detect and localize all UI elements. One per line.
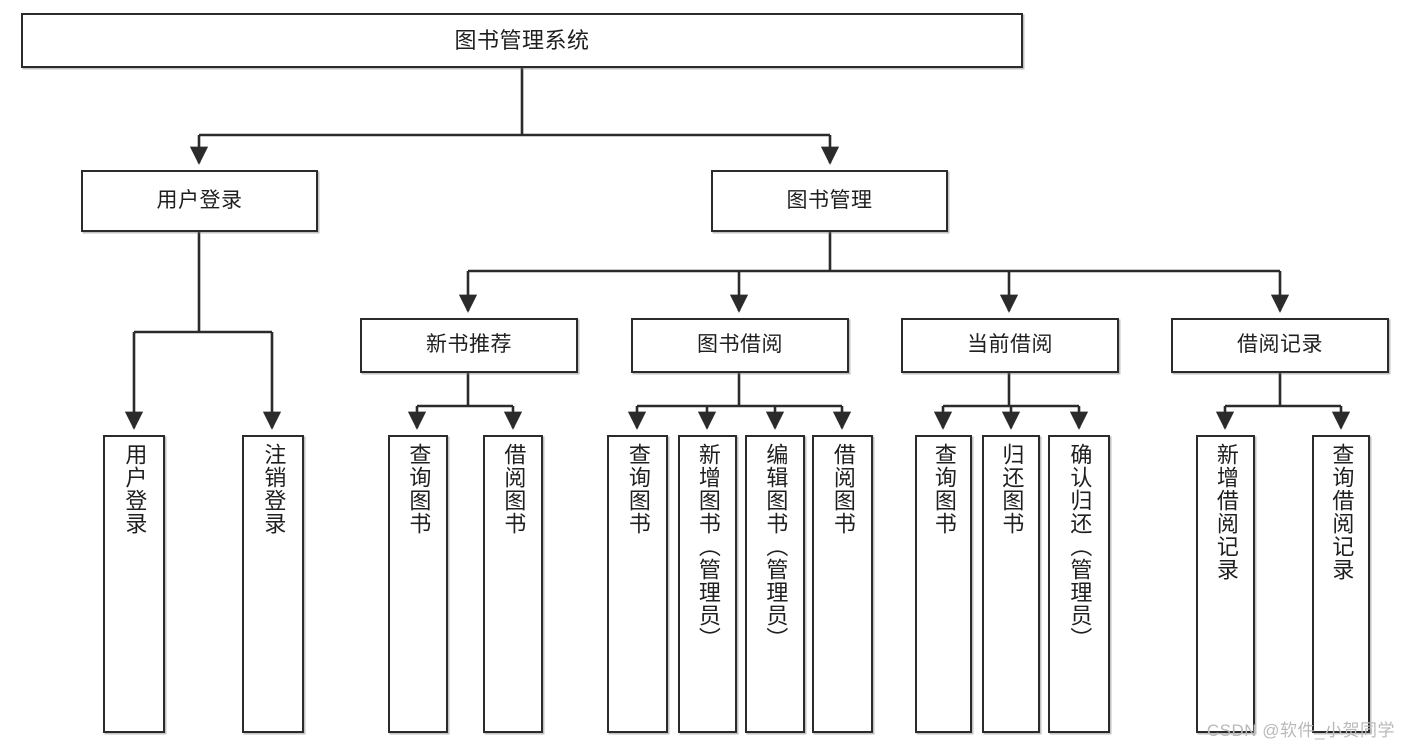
node-user-login-group-label: 用户登录 — [156, 188, 243, 212]
node-leaf-query-book-2-label: 查询图书 — [625, 443, 651, 535]
node-leaf-user-login-label: 用户登录 — [122, 443, 148, 535]
node-leaf-query-book-3[interactable]: 查询图书 — [915, 435, 972, 733]
node-leaf-query-book-1[interactable]: 查询图书 — [388, 435, 448, 733]
node-leaf-user-logout-label: 注销登录 — [261, 443, 287, 535]
node-leaf-confirm-return[interactable]: 确认归还（管理员） — [1048, 435, 1110, 733]
node-leaf-query-record[interactable]: 查询借阅记录 — [1312, 435, 1370, 733]
node-new-book-recommend[interactable]: 新书推荐 — [360, 318, 578, 373]
node-leaf-query-book-1-label: 查询图书 — [406, 443, 432, 535]
node-user-login-group[interactable]: 用户登录 — [81, 170, 318, 232]
node-leaf-borrow-book-1[interactable]: 借阅图书 — [483, 435, 543, 733]
node-leaf-add-book[interactable]: 新增图书（管理员） — [678, 435, 737, 733]
node-book-borrow-label: 图书借阅 — [697, 333, 783, 357]
node-book-manage-group[interactable]: 图书管理 — [711, 170, 948, 232]
node-current-borrow[interactable]: 当前借阅 — [901, 318, 1119, 373]
node-leaf-borrow-book-1-label: 借阅图书 — [501, 443, 527, 535]
node-leaf-query-record-label: 查询借阅记录 — [1329, 443, 1355, 581]
node-leaf-return-book-label: 归还图书 — [999, 443, 1025, 535]
watermark: CSDN @软件_小贺同学 — [1206, 721, 1395, 740]
node-borrow-record[interactable]: 借阅记录 — [1171, 318, 1389, 373]
node-leaf-return-book[interactable]: 归还图书 — [982, 435, 1040, 733]
node-root[interactable]: 图书管理系统 — [21, 13, 1023, 68]
node-new-book-recommend-label: 新书推荐 — [426, 333, 512, 357]
node-borrow-record-label: 借阅记录 — [1237, 333, 1323, 357]
node-leaf-borrow-book-2[interactable]: 借阅图书 — [812, 435, 873, 733]
node-leaf-confirm-return-label: 确认归还（管理员） — [1067, 443, 1093, 650]
node-leaf-edit-book[interactable]: 编辑图书（管理员） — [745, 435, 805, 733]
node-root-label: 图书管理系统 — [454, 27, 590, 53]
node-leaf-add-book-label: 新增图书（管理员） — [695, 443, 721, 650]
node-leaf-user-logout[interactable]: 注销登录 — [242, 435, 304, 733]
node-book-borrow[interactable]: 图书借阅 — [631, 318, 849, 373]
node-leaf-query-book-2[interactable]: 查询图书 — [607, 435, 668, 733]
node-book-manage-group-label: 图书管理 — [786, 188, 873, 212]
node-leaf-user-login[interactable]: 用户登录 — [103, 435, 165, 733]
node-current-borrow-label: 当前借阅 — [967, 333, 1053, 357]
node-leaf-add-record-label: 新增借阅记录 — [1213, 443, 1239, 581]
node-leaf-borrow-book-2-label: 借阅图书 — [830, 443, 856, 535]
node-leaf-edit-book-label: 编辑图书（管理员） — [763, 443, 789, 650]
node-leaf-query-book-3-label: 查询图书 — [931, 443, 957, 535]
node-leaf-add-record[interactable]: 新增借阅记录 — [1196, 435, 1255, 733]
